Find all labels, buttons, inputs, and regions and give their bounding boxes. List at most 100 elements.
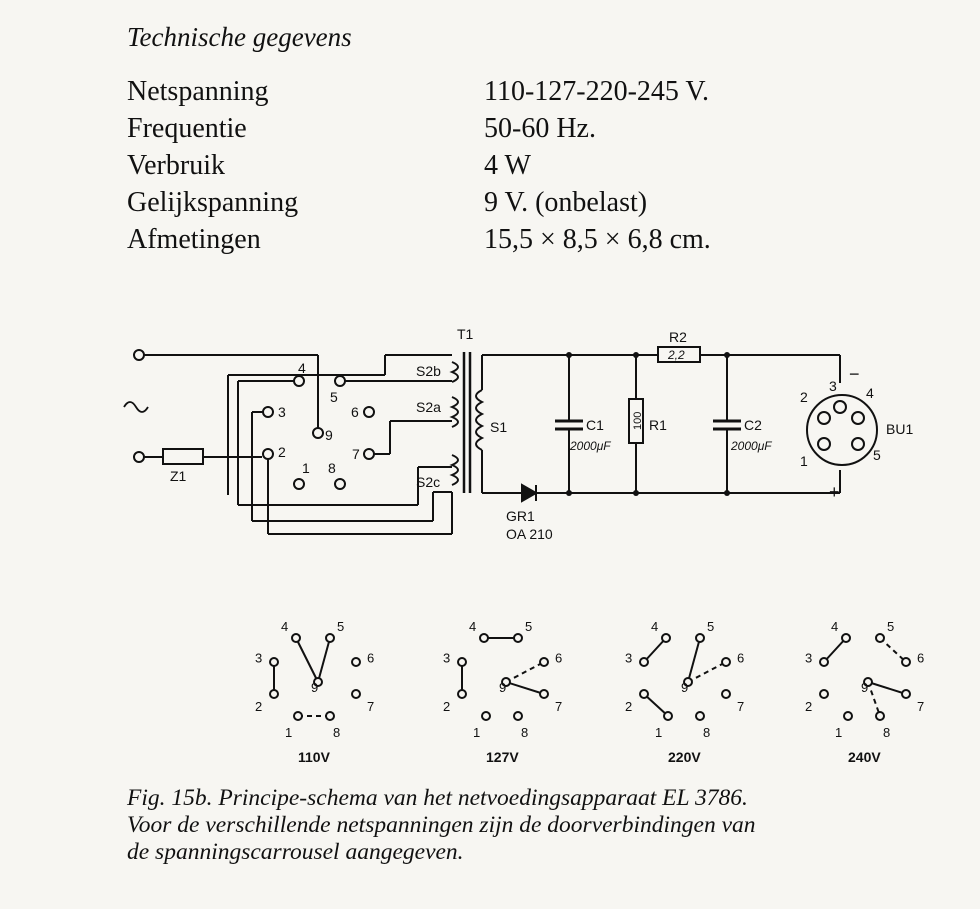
selector-contact-label: 5 (525, 619, 532, 634)
spec-label: Afmetingen (127, 224, 261, 255)
switch-pin-label: 2 (278, 444, 286, 460)
selector-contact-label: 5 (337, 619, 344, 634)
dashed-link (867, 681, 881, 717)
selector-contact (661, 633, 671, 643)
switch-pin-label: 8 (328, 460, 336, 476)
selector-contact-label: 4 (651, 619, 658, 634)
label-c2: C2 (744, 417, 762, 433)
selector-contact (293, 711, 303, 721)
fuse-symbol (162, 448, 204, 465)
switch-pin-label: 4 (298, 360, 306, 376)
selector-contact (457, 657, 467, 667)
selector-contact-label: 9 (311, 680, 318, 695)
selector-contact (313, 677, 323, 687)
switch-pin-label: 7 (352, 446, 360, 462)
solid-link (295, 637, 319, 683)
dashed-link (687, 661, 727, 683)
caption-line: de spanningscarrousel aangegeven. (127, 839, 464, 865)
solid-link (505, 681, 545, 695)
transformer (449, 352, 485, 493)
spec-row-afmetingen: Afmetingen 15,5 × 8,5 × 6,8 cm. (127, 223, 887, 257)
spec-value: 9 V. (onbelast) (484, 187, 648, 218)
socket-pin-label: 3 (829, 378, 837, 394)
selector-contact-label: 1 (655, 725, 662, 740)
selector-contact (875, 633, 885, 643)
label-c1: C1 (586, 417, 604, 433)
variant-label: 110V (298, 749, 331, 765)
output-socket (806, 394, 878, 466)
solid-link (317, 637, 331, 683)
spec-row-frequentie: Frequentie 50-60 Hz. (127, 112, 887, 146)
selector-contact-label: 8 (333, 725, 340, 740)
figure-caption: Fig. 15b. Principe-schema van het netvoe… (127, 785, 957, 866)
variant-label: 127V (486, 749, 519, 765)
label-c1-value: 2000μF (569, 439, 611, 453)
selector-contact (639, 657, 649, 667)
selector-contact (901, 689, 911, 699)
spec-row-verbruik: Verbruik 4 W (127, 149, 887, 183)
selector-contact-label: 5 (887, 619, 894, 634)
selector-contact (539, 689, 549, 699)
selector-contact (663, 711, 673, 721)
spec-value: 50-60 Hz. (484, 113, 596, 144)
selector-contact (325, 711, 335, 721)
socket-pin-label: 5 (873, 447, 881, 463)
label-r1-value: 100 (632, 412, 644, 430)
spec-row-gelijkspanning: Gelijkspanning 9 V. (onbelast) (127, 186, 887, 220)
diode-symbol (521, 483, 539, 503)
spec-label: Netspanning (127, 76, 269, 107)
label-s2a: S2a (416, 399, 441, 415)
spec-value: 4 W (484, 150, 531, 181)
selector-contact (721, 689, 731, 699)
selector-contact (351, 657, 361, 667)
socket-pin-label: 1 (800, 453, 808, 469)
switch-pin-label: 3 (278, 404, 286, 420)
mains-input (123, 349, 319, 465)
label-s2b: S2b (416, 363, 441, 379)
label-r2: R2 (669, 329, 687, 345)
selector-contact-label: 9 (681, 680, 688, 695)
selector-contact-label: 2 (805, 699, 812, 714)
selector-contact-label: 4 (281, 619, 288, 634)
selector-contact (819, 657, 829, 667)
selector-contact-label: 4 (831, 619, 838, 634)
selector-contact-label: 3 (625, 651, 632, 666)
caption-line: Fig. 15b. Principe-schema van het netvoe… (127, 785, 748, 811)
label-minus: − (849, 364, 860, 384)
selector-contact-label: 6 (555, 651, 562, 666)
label-gr1: GR1 (506, 508, 535, 524)
section-heading: Technische gegevens (127, 22, 352, 52)
selector-contact-label: 6 (367, 651, 374, 666)
selector-contact (269, 689, 279, 699)
selector-contact-label: 2 (443, 699, 450, 714)
selector-contact (513, 711, 523, 721)
spec-label: Frequentie (127, 113, 247, 144)
selector-contact (481, 711, 491, 721)
solid-link (687, 637, 701, 683)
selector-contact-label: 1 (473, 725, 480, 740)
selector-contact (501, 677, 511, 687)
solid-link (867, 681, 907, 695)
label-z1: Z1 (170, 468, 187, 484)
selector-contact-label: 8 (703, 725, 710, 740)
selector-contact (695, 711, 705, 721)
selector-contact-label: 7 (367, 699, 374, 714)
label-r2-value: 2,2 (667, 348, 685, 362)
label-plus: + (829, 482, 840, 502)
label-r1: R1 (649, 417, 667, 433)
switch-pin-label: 9 (325, 427, 333, 443)
selector-contact (843, 711, 853, 721)
label-t1: T1 (457, 326, 474, 342)
selector-contact-label: 8 (883, 725, 890, 740)
selector-contact-label: 2 (625, 699, 632, 714)
spec-row-netspanning: Netspanning 110-127-220-245 V. (127, 75, 887, 109)
spec-label: Verbruik (127, 150, 225, 181)
label-diode-type: OA 210 (506, 526, 553, 542)
label-bu1: BU1 (886, 421, 913, 437)
selector-contact (479, 633, 489, 643)
dashed-link (505, 661, 545, 683)
selector-contact (863, 677, 873, 687)
